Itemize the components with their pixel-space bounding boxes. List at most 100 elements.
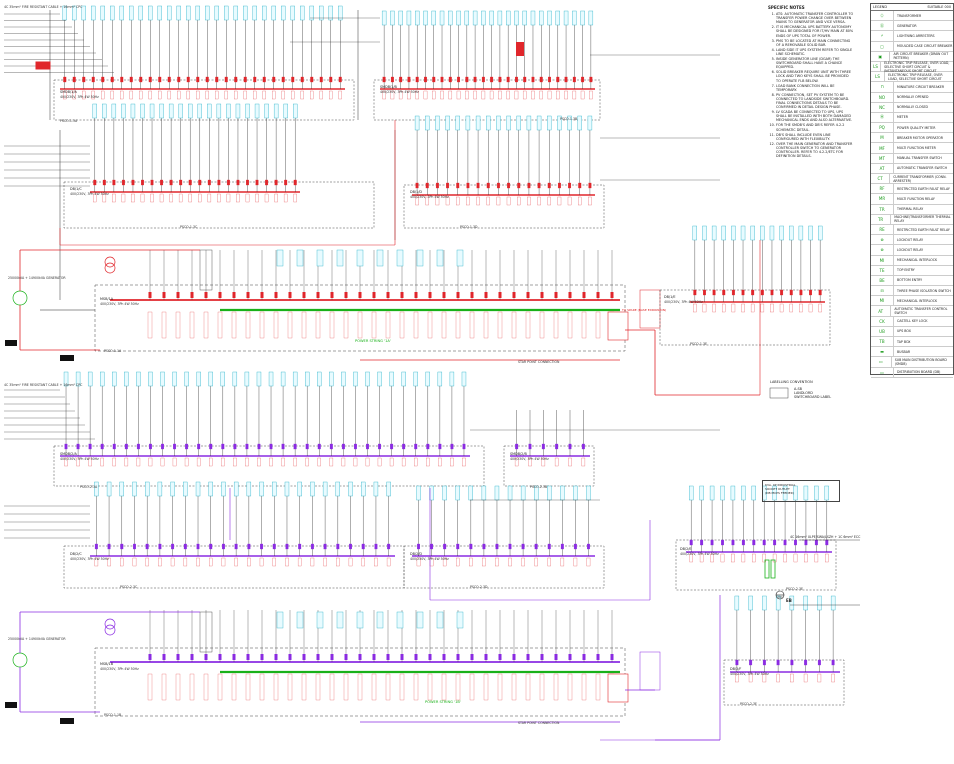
rating-box: [272, 557, 276, 567]
rating-box: [160, 457, 165, 467]
circuit-tag: [293, 103, 298, 119]
rating-box: [371, 673, 377, 701]
breaker-icon: [831, 659, 835, 666]
breaker-icon: [139, 76, 143, 83]
legend-row: ▭DISTRIBUTION BOARD (DB): [871, 367, 953, 378]
mid-left-cable-label: 4C 35mm² FIRE RESISTANT CABLE + 16mm² CP…: [4, 383, 83, 387]
circuit-tag: [376, 611, 384, 629]
breaker-icon: [269, 443, 273, 450]
circuit-tag: [817, 595, 822, 611]
breaker-icon: [204, 654, 208, 660]
rating-box: [281, 457, 285, 467]
note-item: LAND SIDE IT UPS SYSTEM REFER TO SINGLE …: [776, 48, 854, 56]
rating-box: [469, 557, 473, 567]
note-item: LOAD BANK CONNECTION WILL BE TEMPORARY.: [776, 84, 854, 92]
circuit-tag: [423, 10, 428, 26]
rating-box: [581, 457, 586, 467]
breaker-icon: [547, 182, 551, 189]
legend-row: ⏀TRANSFORMER: [871, 11, 953, 22]
rating-box: [112, 457, 116, 467]
rating-box: [450, 457, 454, 467]
circuit-tag: [310, 481, 315, 497]
rating-box: [169, 193, 173, 203]
breaker-icon: [484, 654, 488, 660]
rating-box: [124, 457, 129, 467]
rating-box: [217, 193, 221, 203]
note-item: LV SCADA BE CONNECTED TO UPS, UPS SHALL …: [776, 110, 854, 122]
rating-box: [371, 311, 377, 339]
ups-box-icon: UB: [871, 326, 894, 336]
panel-bus: 400/230V, 3Ph 4W 50Hz: [100, 302, 139, 306]
breaker-icon: [521, 543, 525, 550]
rating-box: [567, 196, 572, 206]
breaker-icon: [693, 289, 697, 296]
rating-box: [107, 557, 111, 567]
transformer-icon: [104, 256, 116, 268]
breaker-icon: [414, 443, 418, 450]
rating-box: [209, 557, 213, 567]
legend-label: BOTTOM ENTRY: [897, 278, 923, 283]
rating-box: [253, 90, 257, 100]
circuit-tag: [456, 611, 464, 629]
breaker-icon: [198, 179, 202, 186]
breaker-icon: [741, 539, 745, 546]
legend-label: AUTOMATIC TRANSFER CONTROL SWITCH: [894, 307, 948, 316]
generator-left-label-2: 25000kVA + 14900kVA GENERATOR: [8, 637, 66, 641]
rating-box: [804, 553, 808, 563]
circuit-tag: [824, 485, 829, 501]
breaker-icon: [799, 289, 803, 296]
circuit-tag: [319, 5, 324, 21]
circuit-tag: [297, 481, 302, 497]
busbar-icon: ▬: [871, 347, 894, 357]
rating-box: [167, 90, 171, 100]
breaker-icon: [446, 182, 450, 189]
breaker-icon: [236, 179, 240, 186]
breaker-icon: [573, 543, 577, 550]
breaker-icon: [323, 543, 327, 550]
panel-enclosure: [659, 289, 831, 346]
isolation-switch-icon: ⊟: [871, 286, 894, 296]
breaker-icon: [344, 292, 348, 298]
breaker-icon: [470, 654, 474, 660]
rating-box: [495, 557, 499, 567]
drawing-layer: [4, 5, 860, 741]
circuit-tag: [751, 485, 756, 501]
circuit-tag: [396, 611, 404, 629]
rating-box: [752, 553, 756, 563]
breaker-icon: [486, 182, 490, 189]
circuit-tag: [280, 371, 286, 387]
breaker-icon: [316, 654, 320, 660]
circuit-tag: [94, 481, 99, 497]
circuit-tag: [437, 371, 443, 387]
circuit-tag: [389, 371, 394, 387]
breaker-icon: [300, 76, 304, 83]
breaker-icon: [218, 654, 222, 660]
note-item: ATS: AUTOMATIC TRANSFER CONTROLLER TO TR…: [776, 12, 854, 24]
circuit-tag: [818, 225, 823, 241]
circuit-tag: [760, 225, 765, 241]
circuit-tag: [167, 5, 172, 21]
legend-label: MINIATURE CIRCUIT BREAKER: [897, 84, 945, 89]
rating-box: [438, 457, 442, 467]
circuit-tag: [588, 10, 594, 26]
rating-box: [514, 90, 519, 100]
legend-label: ELECTRONIC TRIP RELEASE, OVER LOAD, SELE…: [884, 60, 950, 73]
breaker-icon: [124, 443, 128, 450]
legend-label: AIR CIRCUIT BREAKER (DRAW OUT PATTERN): [893, 52, 949, 61]
rating-box: [94, 557, 99, 567]
circuit-tag: [252, 5, 257, 21]
generator-icon: [12, 290, 28, 306]
rating-box: [528, 457, 532, 467]
breaker-icon: [539, 76, 543, 83]
rating-box: [196, 90, 200, 100]
breaker-icon: [814, 539, 818, 546]
breaker-icon: [443, 543, 447, 550]
breaker-icon: [415, 182, 419, 189]
circuit-tag: [775, 595, 781, 611]
circuit-tag: [481, 10, 486, 26]
legend-label: ELECTRONIC TRIP RELEASE, OVER LOAD, SELE…: [888, 72, 943, 81]
legend-label: BUSBAR: [897, 349, 911, 354]
